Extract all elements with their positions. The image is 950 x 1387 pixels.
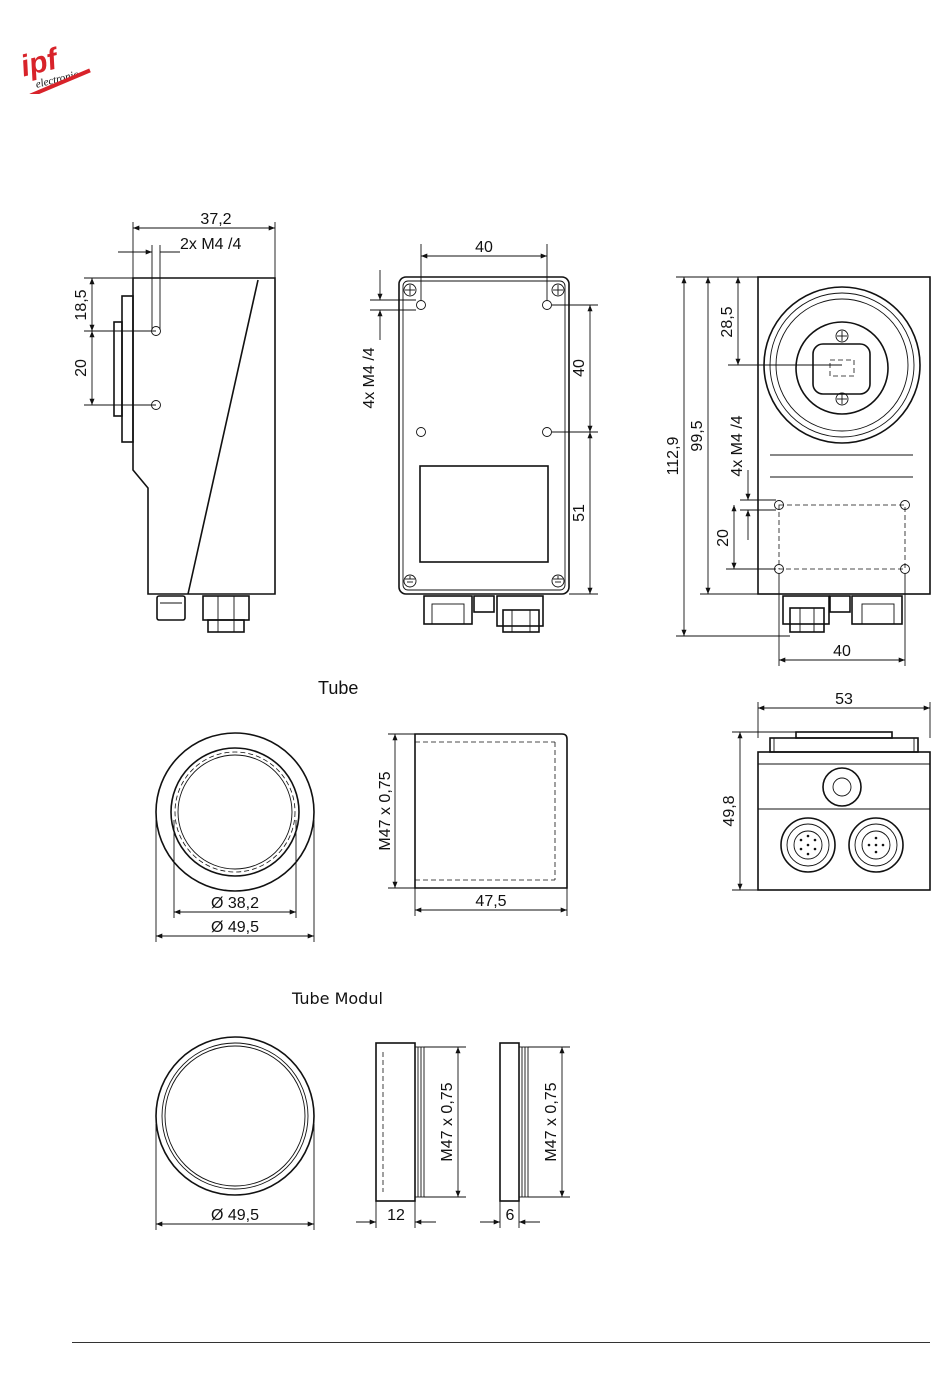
modul-thread-b-label: M47 x 0,75	[543, 1082, 560, 1161]
side-view: 37,2 2x M4 /4 18,5 20	[73, 211, 275, 632]
modul-thread-a-label: M47 x 0,75	[439, 1082, 456, 1161]
front-thread-label: 4x M4 /4	[729, 415, 746, 476]
front-top-label: 28,5	[719, 306, 736, 337]
tube-length-label: 47,5	[475, 893, 506, 910]
side-spacing-label: 20	[73, 359, 90, 377]
tube-modul-front-view: Ø 49,5	[156, 1037, 314, 1230]
tube-side-view: M47 x 0,75 47,5	[377, 734, 567, 916]
tube-title: Tube	[318, 678, 358, 698]
tube-front-view: Ø 38,2 Ø 49,5	[156, 733, 314, 942]
front-spacing-label: 20	[715, 529, 732, 547]
tube-outer-dia-label: Ø 49,5	[211, 919, 259, 936]
back-view: 40 4x M4 /4 40 51	[361, 239, 598, 632]
front-view: 112,9 99,5 28,5 4x M4 /4 20 40	[665, 277, 930, 666]
back-thread-label: 4x M4 /4	[361, 347, 378, 408]
footer-rule	[72, 1342, 930, 1343]
front-height-label: 112,9	[665, 436, 682, 475]
back-width-label: 40	[475, 239, 493, 256]
side-width-label: 37,2	[200, 211, 231, 228]
front-inner-label: 99,5	[689, 420, 706, 451]
front-width-label: 40	[833, 643, 851, 660]
tube-modul-6-view: M47 x 0,75 6	[480, 1043, 570, 1228]
back-lower-label: 51	[571, 504, 588, 522]
bottom-height-label: 49,8	[721, 795, 738, 826]
modul-len-a-label: 12	[387, 1207, 405, 1224]
tube-modul-12-view: M47 x 0,75 12	[356, 1043, 466, 1228]
modul-dia-label: Ø 49,5	[211, 1207, 259, 1224]
side-thread-label: 2x M4 /4	[180, 236, 241, 253]
tube-modul-title: Tube Modul	[291, 989, 383, 1008]
bottom-view: 53 49,8	[721, 691, 930, 890]
tube-inner-dia-label: Ø 38,2	[211, 895, 259, 912]
bottom-width-label: 53	[835, 691, 853, 708]
modul-len-b-label: 6	[506, 1207, 515, 1224]
side-offset-label: 18,5	[73, 289, 90, 320]
tube-thread-label: M47 x 0,75	[377, 771, 394, 850]
back-upper-label: 40	[571, 359, 588, 377]
